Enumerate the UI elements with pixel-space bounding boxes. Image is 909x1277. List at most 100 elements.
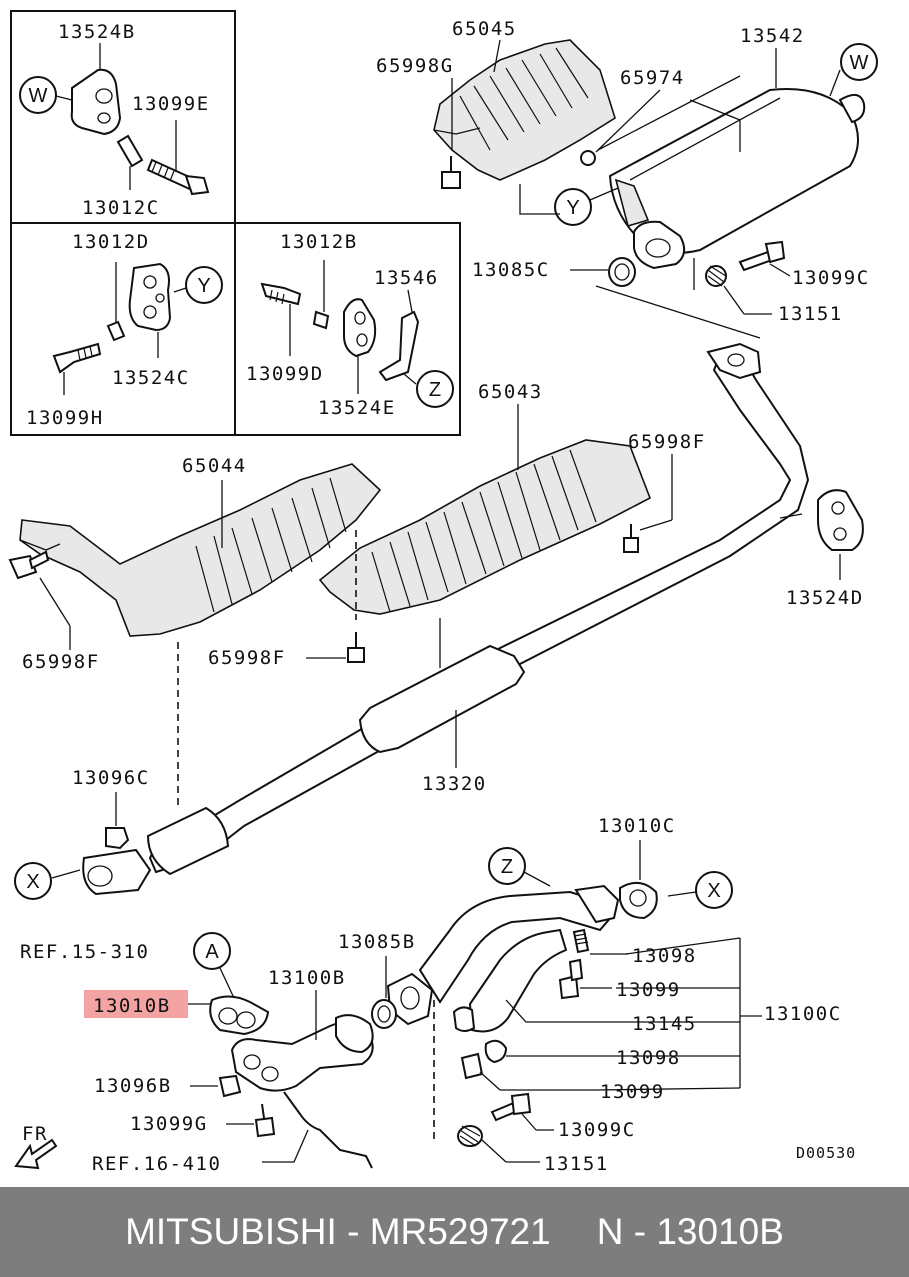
callout-x-left-text: X — [26, 871, 39, 893]
gasket-13085c — [608, 257, 636, 287]
label-13012d: 13012D — [72, 231, 150, 253]
footer-ref-prefix: N — [596, 1211, 624, 1252]
label-13524b: 13524B — [58, 21, 136, 43]
footer-separator: - — [347, 1211, 360, 1252]
callout-y-top — [554, 188, 592, 226]
center-pipe-13320 — [82, 342, 810, 896]
label-fr: FR — [22, 1123, 48, 1145]
label-13010b-highlighted[interactable]: 13010B — [93, 995, 171, 1017]
main-muffler-13542 — [608, 87, 866, 270]
label-13099-a: 13099 — [616, 979, 681, 1001]
label-13096c: 13096C — [72, 767, 150, 789]
bolt-65998g — [441, 156, 461, 189]
label-13099-b: 13099 — [600, 1081, 665, 1103]
label-65998g: 65998G — [376, 55, 454, 77]
label-13320: 13320 — [422, 773, 487, 795]
callout-y-top-text: Y — [566, 197, 579, 219]
gasket-13010b — [209, 995, 270, 1036]
label-13524c: 13524C — [112, 367, 190, 389]
label-13099h: 13099H — [26, 407, 104, 429]
label-13542: 13542 — [740, 25, 805, 47]
label-13151-bottom: 13151 — [544, 1153, 609, 1175]
label-13145: 13145 — [632, 1013, 697, 1035]
label-13012b: 13012B — [280, 231, 358, 253]
bolt-65998f-mid — [347, 632, 365, 663]
callout-x-right — [695, 871, 733, 909]
front-arrow-icon — [14, 1138, 58, 1170]
footer-ref-separator: - — [633, 1211, 647, 1252]
heat-shield-65044 — [19, 463, 382, 637]
heat-shield-65043 — [318, 439, 652, 615]
nut-13096c — [105, 827, 130, 850]
footer-bar: MITSUBISHI - MR529721 N - 13010B — [0, 1187, 909, 1277]
hanger-13524d — [817, 489, 864, 551]
callout-w-inset — [19, 76, 57, 114]
label-ref-15-310: REF.15-310 — [20, 941, 149, 963]
footer-part-number: MR529721 — [369, 1211, 551, 1252]
label-13099g: 13099G — [130, 1113, 208, 1135]
label-13010c: 13010C — [598, 815, 676, 837]
callout-x-right-text: X — [707, 880, 720, 902]
label-65043: 65043 — [478, 381, 543, 403]
callout-z-inset-text: Z — [429, 379, 441, 401]
callout-a — [193, 932, 231, 970]
gasket-13085b — [371, 999, 397, 1029]
front-pipe-13100c — [386, 884, 620, 1033]
spring-13151-top — [705, 265, 727, 287]
callout-x-left — [14, 862, 52, 900]
label-13099c-top: 13099C — [792, 267, 870, 289]
footer-ref-code: 13010B — [656, 1211, 784, 1252]
label-13012c: 13012C — [82, 197, 160, 219]
bolt-65998f-left — [8, 550, 50, 580]
callout-z-bottom — [488, 847, 526, 885]
label-13151-top: 13151 — [778, 303, 843, 325]
spring-13151-bottom — [457, 1125, 483, 1147]
inset-boxes — [10, 10, 461, 436]
callout-z-inset — [416, 370, 454, 408]
heat-shield-65045 — [433, 39, 616, 181]
callout-w-top — [840, 43, 878, 81]
exhaust-parts-diagram: W 13524B 13099E 13012C Y 13012D 13524C 1… — [8, 10, 878, 1175]
spring-13098-lower — [484, 1039, 508, 1064]
bolt-13099c-bottom — [490, 1092, 532, 1122]
label-ref-16-410: REF.16-410 — [92, 1153, 221, 1175]
label-diagram-code: D00530 — [796, 1144, 856, 1162]
label-65998f-mid: 65998F — [208, 647, 286, 669]
label-13085c: 13085C — [472, 259, 550, 281]
label-13546: 13546 — [374, 267, 439, 289]
callout-z-bottom-text: Z — [501, 856, 513, 878]
label-65998f-right: 65998F — [628, 431, 706, 453]
label-65974: 65974 — [620, 67, 685, 89]
callout-w-inset-text: W — [29, 85, 48, 107]
callout-y-inset — [185, 266, 223, 304]
label-13100b: 13100B — [268, 967, 346, 989]
spring-13098-upper — [572, 928, 590, 954]
bolt-65998f-right — [623, 524, 639, 553]
bolt-13099-lower — [460, 1052, 484, 1080]
label-13524d: 13524D — [786, 587, 864, 609]
label-65998f-left: 65998F — [22, 651, 100, 673]
gasket-13010c — [619, 881, 658, 920]
label-13099c-bottom: 13099C — [558, 1119, 636, 1141]
callout-w-top-text: W — [850, 52, 869, 74]
nut-13096b — [218, 1074, 242, 1098]
callout-a-text: A — [205, 941, 219, 963]
footer-brand: MITSUBISHI — [125, 1211, 337, 1252]
callout-y-inset-text: Y — [197, 275, 210, 297]
label-13099e: 13099E — [132, 93, 210, 115]
inset-bracket-13524c — [52, 262, 187, 395]
label-13096b: 13096B — [94, 1075, 172, 1097]
bolt-13099c-top — [738, 240, 786, 272]
label-13099d: 13099D — [246, 363, 324, 385]
label-65044: 65044 — [182, 455, 247, 477]
label-13524e: 13524E — [318, 397, 396, 419]
label-13098-b: 13098 — [616, 1047, 681, 1069]
inset-hanger-13524b — [55, 68, 210, 196]
label-13100c: 13100C — [764, 1003, 842, 1025]
front-pipe-13100b — [230, 1014, 374, 1169]
label-65045: 65045 — [452, 18, 517, 40]
bolt-13099g — [254, 1103, 276, 1138]
bolt-13099-upper — [558, 958, 584, 1000]
highlight-box — [84, 990, 188, 1018]
label-13085b: 13085B — [338, 931, 416, 953]
